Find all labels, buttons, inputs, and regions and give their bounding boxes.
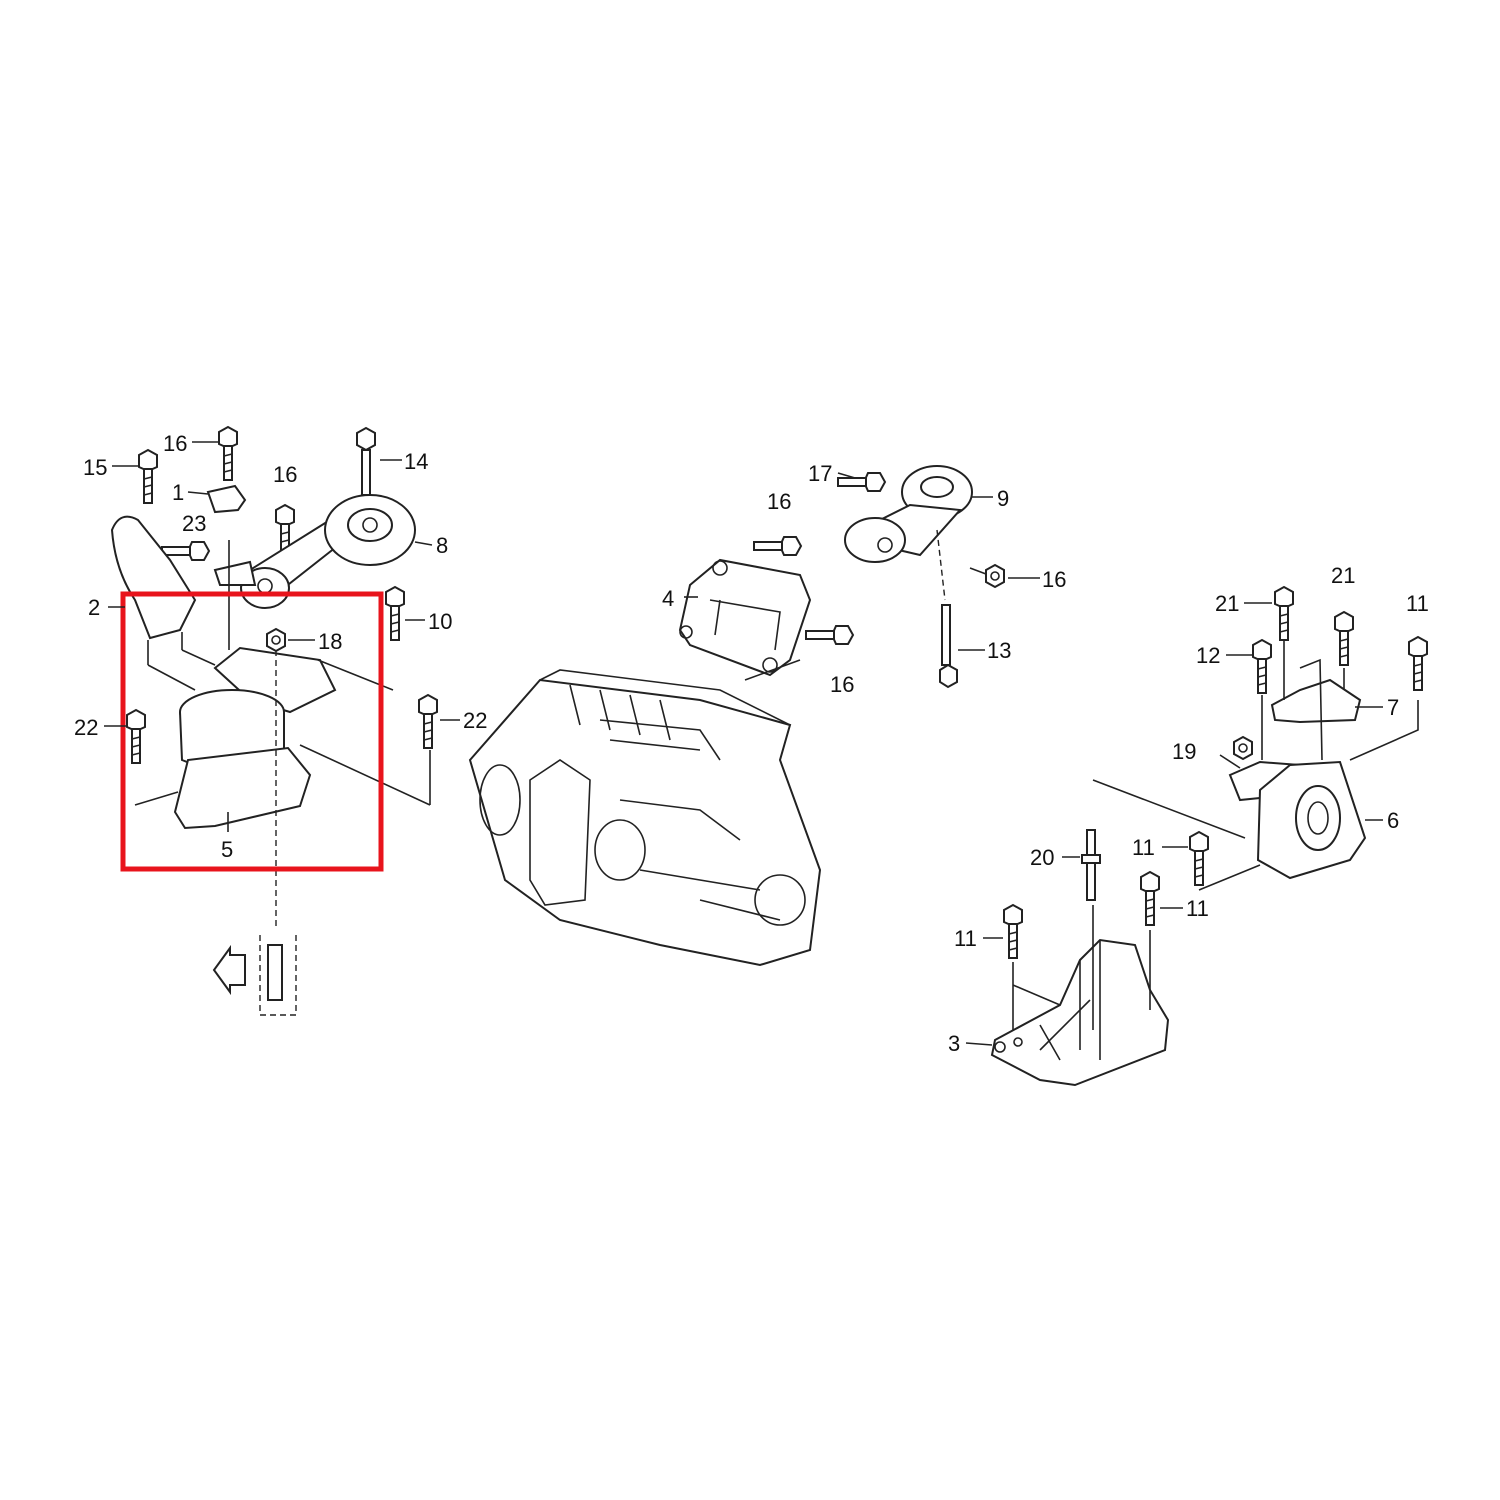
callout-20: 20 [1030,845,1054,870]
bolt-15[interactable] [138,449,158,504]
callout-11: 11 [1406,591,1429,616]
callout-5: 5 [221,837,233,862]
left-mount-group [110,426,438,1016]
callout-22: 22 [463,708,487,733]
nut-19[interactable] [1233,736,1253,760]
engine-mount-5[interactable] [173,646,337,832]
callout-11: 11 [1186,896,1209,921]
bolt-22[interactable] [126,709,146,764]
callout-18: 18 [318,629,342,654]
callout-13: 13 [987,638,1011,663]
callout-1: 1 [172,480,184,505]
front-arrow-icon [212,944,246,996]
bolt-16[interactable] [805,625,854,645]
bolt-11[interactable] [1189,831,1209,886]
bolt-22[interactable] [418,694,438,749]
bolt-16[interactable] [218,426,238,481]
highlight-box-mount-5 [120,591,384,872]
transmission-mount-6[interactable] [1228,760,1367,880]
callout-14: 14 [404,449,428,474]
bracket-7[interactable] [1270,678,1362,724]
bolt-12[interactable] [1252,639,1272,694]
callout-9: 9 [997,486,1009,511]
callout-17: 17 [808,461,832,486]
callout-16: 16 [830,672,854,697]
callout-6: 6 [1387,808,1399,833]
callout-leaders [104,441,1383,1046]
callout-2: 2 [88,595,100,620]
callout-11: 11 [954,926,977,951]
callout-11: 11 [1132,835,1155,860]
bolt-11[interactable] [1140,871,1160,926]
stud-20[interactable] [1081,829,1101,901]
callout-12: 12 [1196,643,1220,668]
callout-21: 21 [1215,591,1239,616]
bracket-2[interactable] [110,515,197,640]
torque-rod-9[interactable] [844,465,973,563]
bolt-10[interactable] [385,586,405,641]
callout-16: 16 [273,462,297,487]
bolt-16[interactable] [969,564,1005,588]
engine-assembly [468,669,822,967]
bolt-21[interactable] [1274,586,1294,641]
callout-19: 19 [1172,739,1196,764]
bolt-11[interactable] [1003,904,1023,959]
callout-16: 16 [767,489,791,514]
bolt-11[interactable] [1408,636,1428,691]
callout-23: 23 [182,511,206,536]
bolt-14[interactable] [356,426,376,496]
rear-mount-group [678,465,1005,689]
callout-16: 16 [1042,567,1066,592]
bracket-1[interactable] [206,484,247,514]
callout-22: 22 [74,715,98,740]
callout-8: 8 [436,533,448,558]
callout-15: 15 [83,455,107,480]
callout-16: 16 [163,431,187,456]
bolt-16[interactable] [753,536,802,556]
bracket-4[interactable] [678,558,812,677]
callout-labels: 15 16 1 16 14 23 8 2 10 18 22 22 5 17 9 … [74,431,1429,1056]
callout-3: 3 [948,1031,960,1056]
torque-rod-8[interactable] [213,494,416,609]
callout-21: 21 [1331,563,1355,588]
right-mount-group [990,586,1428,1087]
bolt-13[interactable] [939,604,958,689]
callout-4: 4 [662,586,674,611]
stud-bolt [267,944,283,1001]
nut-18[interactable] [266,628,286,652]
callout-10: 10 [428,609,452,634]
bolt-21[interactable] [1334,611,1354,666]
callout-7: 7 [1387,695,1399,720]
bracket-3[interactable] [990,938,1170,1087]
